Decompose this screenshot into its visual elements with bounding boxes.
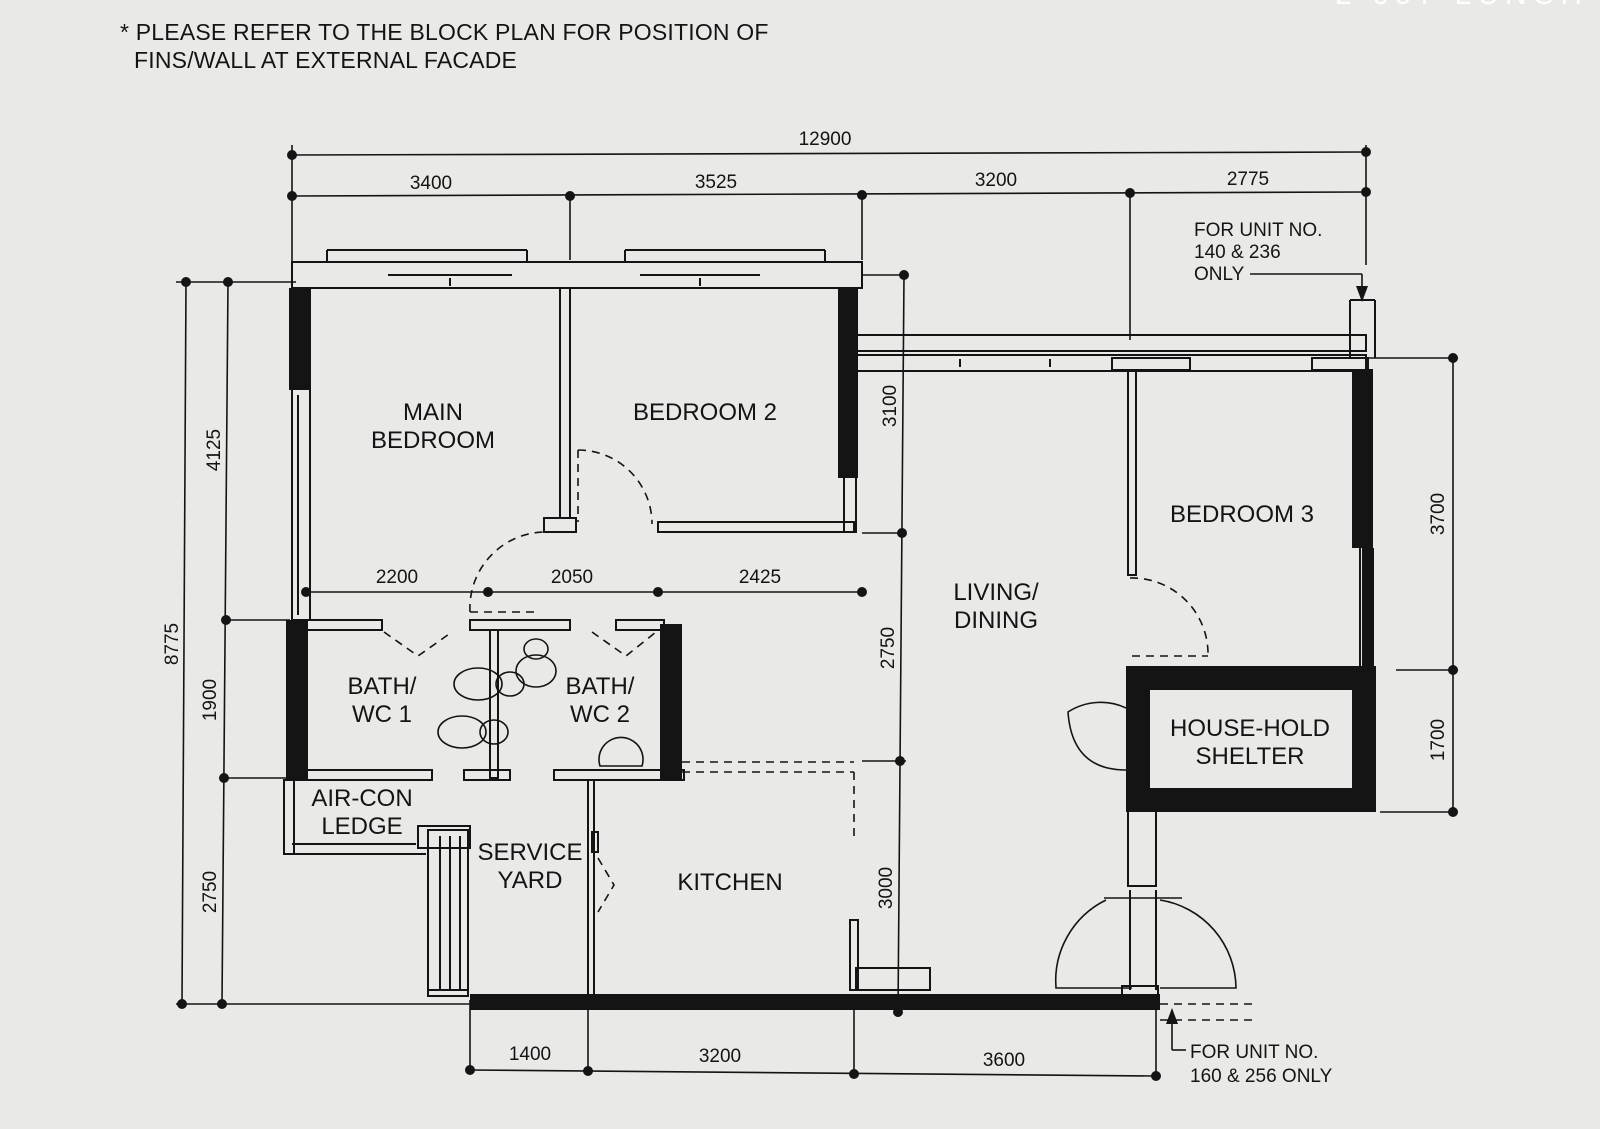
corner-caption: 2 097 LUNCH xyxy=(1335,0,1588,12)
dim-top-2: 3525 xyxy=(695,172,737,193)
label-bath-wc-1-line-1: BATH/ xyxy=(348,673,417,700)
label-service-yard-line-1: SERVICE xyxy=(478,839,583,866)
dim-center-1: 3100 xyxy=(880,385,901,427)
label-living-dining-line-1: LIVING/ xyxy=(953,579,1039,606)
dimension-dots xyxy=(177,147,1458,1081)
dim-bottom-2: 3200 xyxy=(699,1046,741,1067)
label-household-shelter-line-1: HOUSE-HOLD xyxy=(1170,715,1330,742)
label-main-bedroom-line-1: MAIN xyxy=(403,399,463,426)
facade-note: * PLEASE REFER TO THE BLOCK PLAN FOR POS… xyxy=(120,18,769,74)
label-main-bedroom-line-2: BEDROOM xyxy=(371,427,495,454)
dim-mid-2: 2050 xyxy=(551,567,593,588)
leader-arrows xyxy=(1166,273,1368,1051)
label-living-dining-line-2: DINING xyxy=(954,607,1038,634)
note-unit-bottom-line-2: 160 & 256 ONLY xyxy=(1190,1066,1333,1087)
dim-bottom-1: 1400 xyxy=(509,1044,551,1065)
shelter-doors xyxy=(1054,701,1237,989)
walls-solid xyxy=(286,288,1376,1010)
dim-top-1: 3400 xyxy=(410,173,452,194)
note-unit-top-line-3: ONLY xyxy=(1194,264,1245,285)
dim-left-total: 8775 xyxy=(162,623,183,665)
note-unit-top-line-2: 140 & 236 xyxy=(1194,242,1281,263)
dim-top-3: 3200 xyxy=(975,170,1017,191)
label-bedroom-2: BEDROOM 2 xyxy=(633,399,777,426)
label-aircon-ledge-line-1: AIR-CON xyxy=(311,785,412,812)
label-kitchen: KITCHEN xyxy=(677,869,782,896)
dim-center-3: 3000 xyxy=(876,867,897,909)
dim-center-2: 2750 xyxy=(878,627,899,669)
dim-bottom-3: 3600 xyxy=(983,1050,1025,1071)
dim-top-4: 2775 xyxy=(1227,169,1269,190)
dim-left-2: 1900 xyxy=(200,679,221,721)
dim-left-3: 2750 xyxy=(200,871,221,913)
dim-right-2: 1700 xyxy=(1428,719,1449,761)
label-bath-wc-1-line-2: WC 1 xyxy=(352,701,412,728)
facade-note-line-1: * PLEASE REFER TO THE BLOCK PLAN FOR POS… xyxy=(120,19,769,45)
sanitary-fixtures xyxy=(437,638,644,767)
walls-outline xyxy=(283,249,1376,1001)
dim-mid-1: 2200 xyxy=(376,567,418,588)
label-bath-wc-2-line-2: WC 2 xyxy=(570,701,630,728)
dimension-lines xyxy=(176,145,1458,1080)
shelter-interior xyxy=(1150,690,1352,788)
label-household-shelter-line-2: SHELTER xyxy=(1196,743,1305,770)
dim-overall-width: 12900 xyxy=(799,129,852,150)
facade-note-line-2: FINS/WALL AT EXTERNAL FACADE xyxy=(134,47,518,73)
dim-right-1: 3700 xyxy=(1428,493,1449,535)
label-aircon-ledge-line-2: LEDGE xyxy=(321,813,402,840)
note-unit-bottom-line-1: FOR UNIT NO. xyxy=(1190,1042,1318,1063)
label-bedroom-3: BEDROOM 3 xyxy=(1170,501,1314,528)
label-bath-wc-2-line-1: BATH/ xyxy=(566,673,635,700)
note-unit-top-line-1: FOR UNIT NO. xyxy=(1194,220,1322,241)
label-service-yard-line-2: YARD xyxy=(498,867,563,894)
dim-left-1: 4125 xyxy=(204,429,225,471)
dim-mid-3: 2425 xyxy=(739,567,781,588)
